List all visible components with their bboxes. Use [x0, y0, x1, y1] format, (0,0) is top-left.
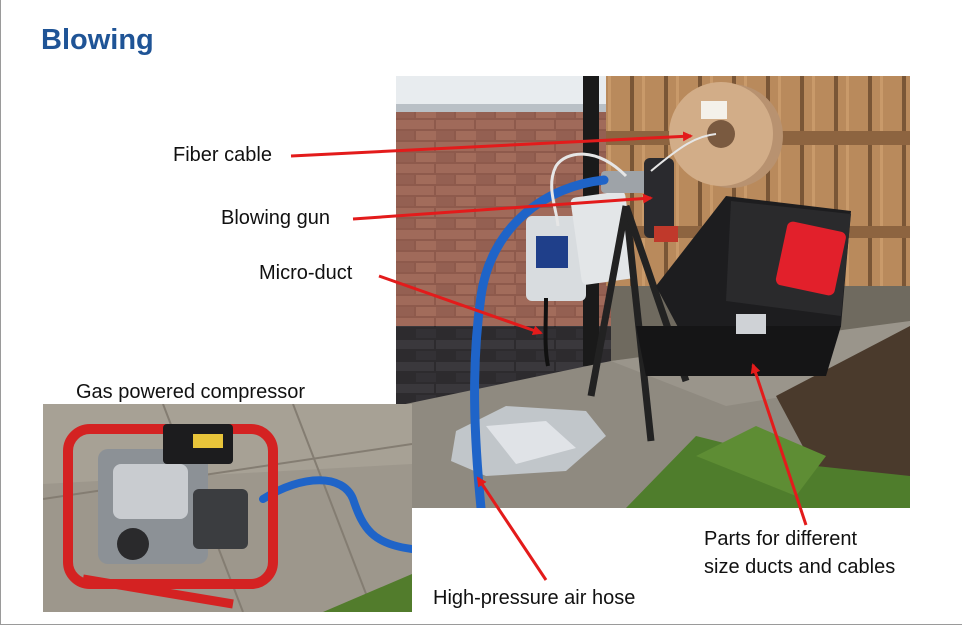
label-parts-line1: Parts for different [704, 528, 858, 550]
arrow-air-hose [476, 476, 548, 581]
label-gas-powered-compressor: Gas powered compressor [76, 381, 305, 403]
label-high-pressure-air-hose: High-pressure air hose [433, 587, 636, 609]
label-micro-duct: Micro-duct [259, 262, 353, 284]
label-parts-line2: size ducts and cables [704, 556, 896, 578]
label-fiber-cable: Fiber cable [173, 144, 272, 166]
blowing-setup-photo [396, 76, 910, 508]
arrow-fiber-cable [290, 131, 693, 158]
arrow-parts [750, 363, 808, 526]
slide-title: Blowing [41, 24, 154, 56]
arrow-micro-duct [378, 274, 543, 336]
label-blowing-gun: Blowing gun [221, 207, 330, 229]
arrow-blowing-gun [352, 193, 653, 221]
compressor-photo [43, 404, 412, 612]
